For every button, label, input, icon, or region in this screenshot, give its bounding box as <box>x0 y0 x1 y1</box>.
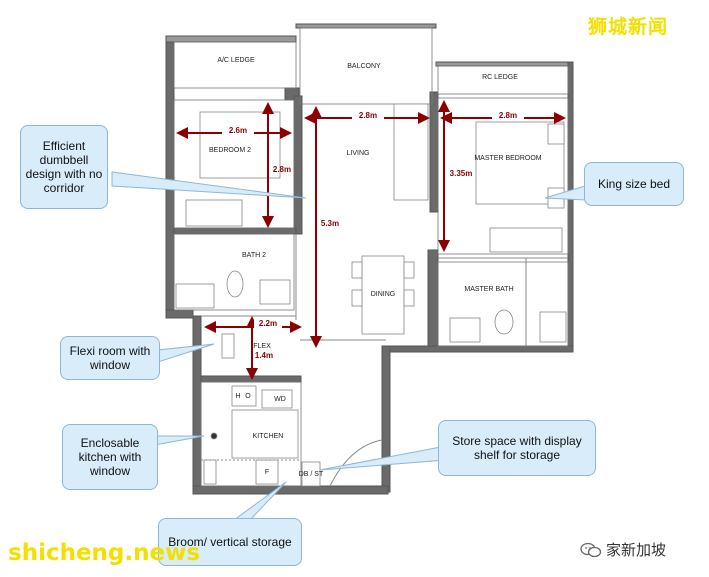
callout-pointers <box>111 171 586 521</box>
label-oven: O <box>245 393 251 400</box>
label-master-bath: MASTER BATH <box>464 286 513 293</box>
dim-bedroom2-depth: 2.8m <box>273 165 291 174</box>
room-labels: A/C LEDGE BALCONY RC LEDGE BEDROOM 2 LIV… <box>209 57 542 478</box>
label-hob: H <box>235 393 240 400</box>
callout-dumbbell-design: Efficient dumbbell design with no corrid… <box>20 125 108 209</box>
label-living: LIVING <box>347 150 370 157</box>
dim-living-depth: 5.3m <box>321 219 339 228</box>
label-bedroom2: BEDROOM 2 <box>209 147 251 154</box>
label-rc-ledge: RC LEDGE <box>482 74 518 81</box>
brand-name: 家新加坡 <box>606 541 667 559</box>
callout-king-bed: King size bed <box>584 162 684 206</box>
label-dining: DINING <box>371 291 396 298</box>
label-flex: FLEX <box>253 343 271 350</box>
brand-watermark: 家新加坡 <box>580 539 666 560</box>
kitchen-counter <box>231 409 299 459</box>
label-bath2: BATH 2 <box>242 252 266 259</box>
dim-master-width: 2.8m <box>499 111 517 120</box>
callout-store-space: Store space with display shelf for stora… <box>438 420 596 476</box>
callout-flexi-room: Flexi room with window <box>60 336 160 380</box>
dining-table <box>361 255 405 335</box>
dimension-labels: 2.6m 2.8m 2.8m 5.3m 2.8m 3.35m 2.2m 1.4m <box>222 109 524 360</box>
dim-bedroom2-width: 2.6m <box>229 126 247 135</box>
label-fridge: F <box>265 469 269 476</box>
watermark-bottom-left: shicheng.news <box>8 540 201 566</box>
label-wd: WD <box>274 396 286 403</box>
toilet-bath2 <box>226 270 244 298</box>
dim-living-width: 2.8m <box>359 111 377 120</box>
watermark-top-right: 狮城新闻 <box>588 16 669 38</box>
dim-flex-depth: 1.4m <box>255 351 273 360</box>
toilet-master <box>494 309 514 335</box>
label-kitchen: KITCHEN <box>253 433 284 440</box>
wechat-icon <box>580 542 602 557</box>
label-ac-ledge: A/C LEDGE <box>217 57 255 64</box>
dimension-lines <box>176 100 566 380</box>
dim-master-depth: 3.35m <box>450 169 473 178</box>
label-db-st: DB / ST <box>299 471 324 478</box>
callout-kitchen: Enclosable kitchen with window <box>62 424 158 490</box>
label-master-bedroom: MASTER BEDROOM <box>474 155 541 162</box>
label-balcony: BALCONY <box>347 63 381 70</box>
callout-broom-storage: Broom/ vertical storage <box>158 518 302 566</box>
dim-flex-width: 2.2m <box>259 319 277 328</box>
